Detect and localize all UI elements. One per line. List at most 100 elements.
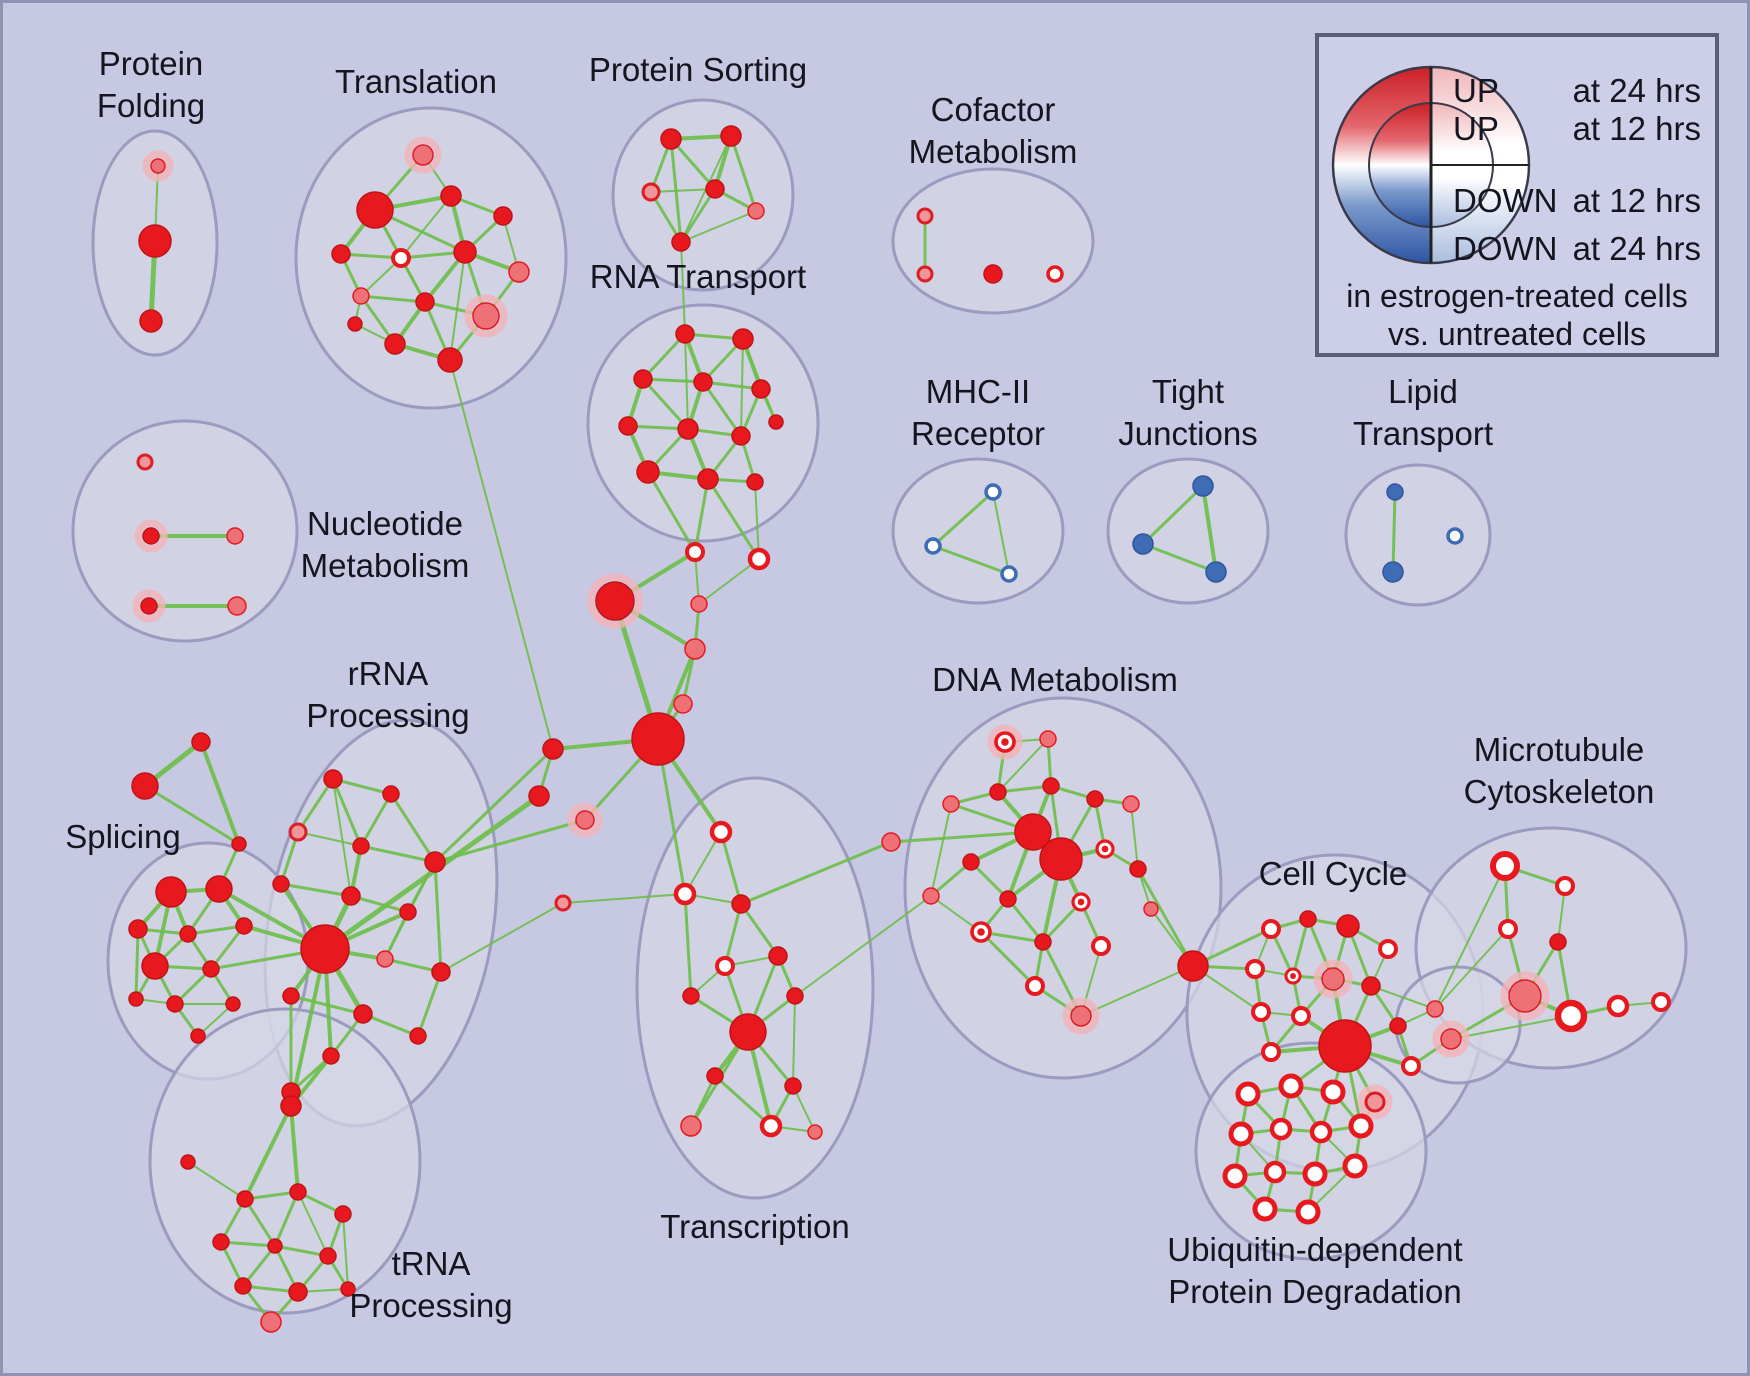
node-dm9: [1039, 837, 1083, 881]
node-mh3: [1000, 565, 1018, 583]
node-rt8: [731, 426, 751, 446]
edge-rr4-rr5: [359, 844, 437, 864]
legend-up-12-time: at 12 hrs: [1572, 110, 1701, 147]
cluster-label-protein-sorting-line1: Protein Sorting: [589, 51, 807, 88]
node-ub9: [1263, 1160, 1287, 1184]
legend-row-up-12: UP at 12 hrs: [1319, 110, 1715, 147]
edge-ps3-ps4: [650, 188, 716, 193]
edge-rrhub-tn1: [289, 947, 327, 1108]
edge-ts2-ts6: [683, 892, 693, 998]
edge-dm7-dm15: [1130, 803, 1139, 870]
node-cc2: [1299, 910, 1317, 928]
node-md10: [575, 810, 595, 830]
edge-bd1-dm8: [889, 830, 1035, 844]
legend-row-up-24: UP at 24 hrs: [1319, 72, 1715, 109]
legend-footer-line2: vs. untreated cells: [1388, 316, 1646, 352]
edge-t7-t13: [449, 251, 466, 361]
cluster-label-tight-junctions-line1: Tight: [1152, 373, 1224, 410]
node-ps3: [641, 182, 661, 202]
node-nm1: [136, 453, 154, 471]
node-mc2: [1555, 876, 1575, 896]
node-cc13: [1389, 1017, 1407, 1035]
node-ps2: [720, 125, 742, 147]
node-ub12: [1252, 1196, 1278, 1222]
cluster-label-splicing-line1: Splicing: [65, 818, 181, 855]
node-t5: [331, 244, 351, 264]
node-cc9: [1251, 1002, 1271, 1022]
node-dm8: [1014, 813, 1052, 851]
node-rt3: [633, 369, 653, 389]
edge-md9-rrhub: [322, 793, 542, 952]
node-dm21: [1143, 901, 1159, 917]
node-cc4: [1378, 939, 1398, 959]
node-tj1: [1192, 475, 1214, 497]
node-mc4: [1549, 933, 1567, 951]
edge-md11-ts2: [562, 893, 686, 904]
node-rt1: [675, 324, 695, 344]
node-tn8: [319, 1247, 337, 1265]
edge-ts8-ts10: [792, 995, 796, 1087]
edge-rt1-rt3: [641, 332, 687, 381]
node-ts8: [786, 987, 804, 1005]
edge-t9-t10: [359, 294, 427, 304]
node-rr8: [399, 903, 417, 921]
node-mc5: [1508, 979, 1542, 1013]
node-nm3: [226, 527, 244, 545]
edge-ts8-dm12: [794, 895, 932, 997]
edge-mh2-mh3: [931, 544, 1011, 576]
edge-rt10-md2: [706, 477, 761, 561]
node-cc8: [1361, 976, 1381, 996]
node-t2: [356, 191, 394, 229]
node-dm2: [1039, 730, 1057, 748]
node-ts5: [715, 956, 735, 976]
node-cc3: [1336, 914, 1360, 938]
node-rr7: [341, 886, 361, 906]
node-sp11: [128, 991, 144, 1007]
node-pf1: [150, 158, 166, 174]
node-ps6: [671, 232, 691, 252]
node-sp3: [128, 919, 148, 939]
node-t13: [437, 347, 463, 373]
node-rt2: [732, 328, 754, 350]
node-cc15: [1426, 1000, 1444, 1018]
edge-tn5-tn11: [342, 1213, 349, 1290]
node-rt4: [693, 372, 713, 392]
node-t4: [493, 206, 513, 226]
node-nm2: [142, 527, 160, 545]
node-ub1: [1235, 1081, 1261, 1107]
edge-ps1-ps4: [669, 137, 717, 191]
node-rt11: [746, 473, 764, 491]
node-md7: [631, 712, 685, 766]
node-tn1: [280, 1095, 302, 1117]
node-ub5: [1269, 1117, 1293, 1141]
node-rr11: [282, 987, 300, 1005]
node-t8: [508, 261, 530, 283]
cluster-label-dna-metabolism-line1: DNA Metabolism: [932, 661, 1178, 698]
cluster-label-lipid-transport-line1: Lipid: [1388, 373, 1458, 410]
node-rt5: [751, 379, 771, 399]
node-lt3: [1446, 527, 1464, 545]
edge-t13-md8: [449, 359, 554, 750]
node-rr12: [353, 1004, 373, 1024]
node-tj2: [1132, 533, 1154, 555]
edge-ts9-ts12: [713, 1074, 773, 1128]
node-t3: [440, 185, 462, 207]
cluster-tight-junctions: [1106, 457, 1270, 605]
edge-cc8-cc15: [1370, 985, 1436, 1010]
node-nm4: [140, 597, 158, 615]
edge-t5-t6: [339, 252, 403, 260]
node-md1: [685, 542, 705, 562]
node-rr9: [376, 950, 394, 968]
edge-ps2-ps5: [729, 134, 758, 213]
node-cc12: [1261, 1042, 1281, 1062]
node-t12: [384, 333, 406, 355]
edge-tn4-tn8: [297, 1191, 329, 1257]
node-lt2: [1382, 561, 1404, 583]
node-ub3: [1320, 1079, 1346, 1105]
node-rr3: [288, 822, 308, 842]
node-tn7: [267, 1238, 283, 1254]
node-rr1: [323, 769, 343, 789]
node-ub2: [1278, 1073, 1304, 1099]
edge-dm15-cc0: [1136, 867, 1195, 968]
node-cm1: [916, 207, 934, 225]
